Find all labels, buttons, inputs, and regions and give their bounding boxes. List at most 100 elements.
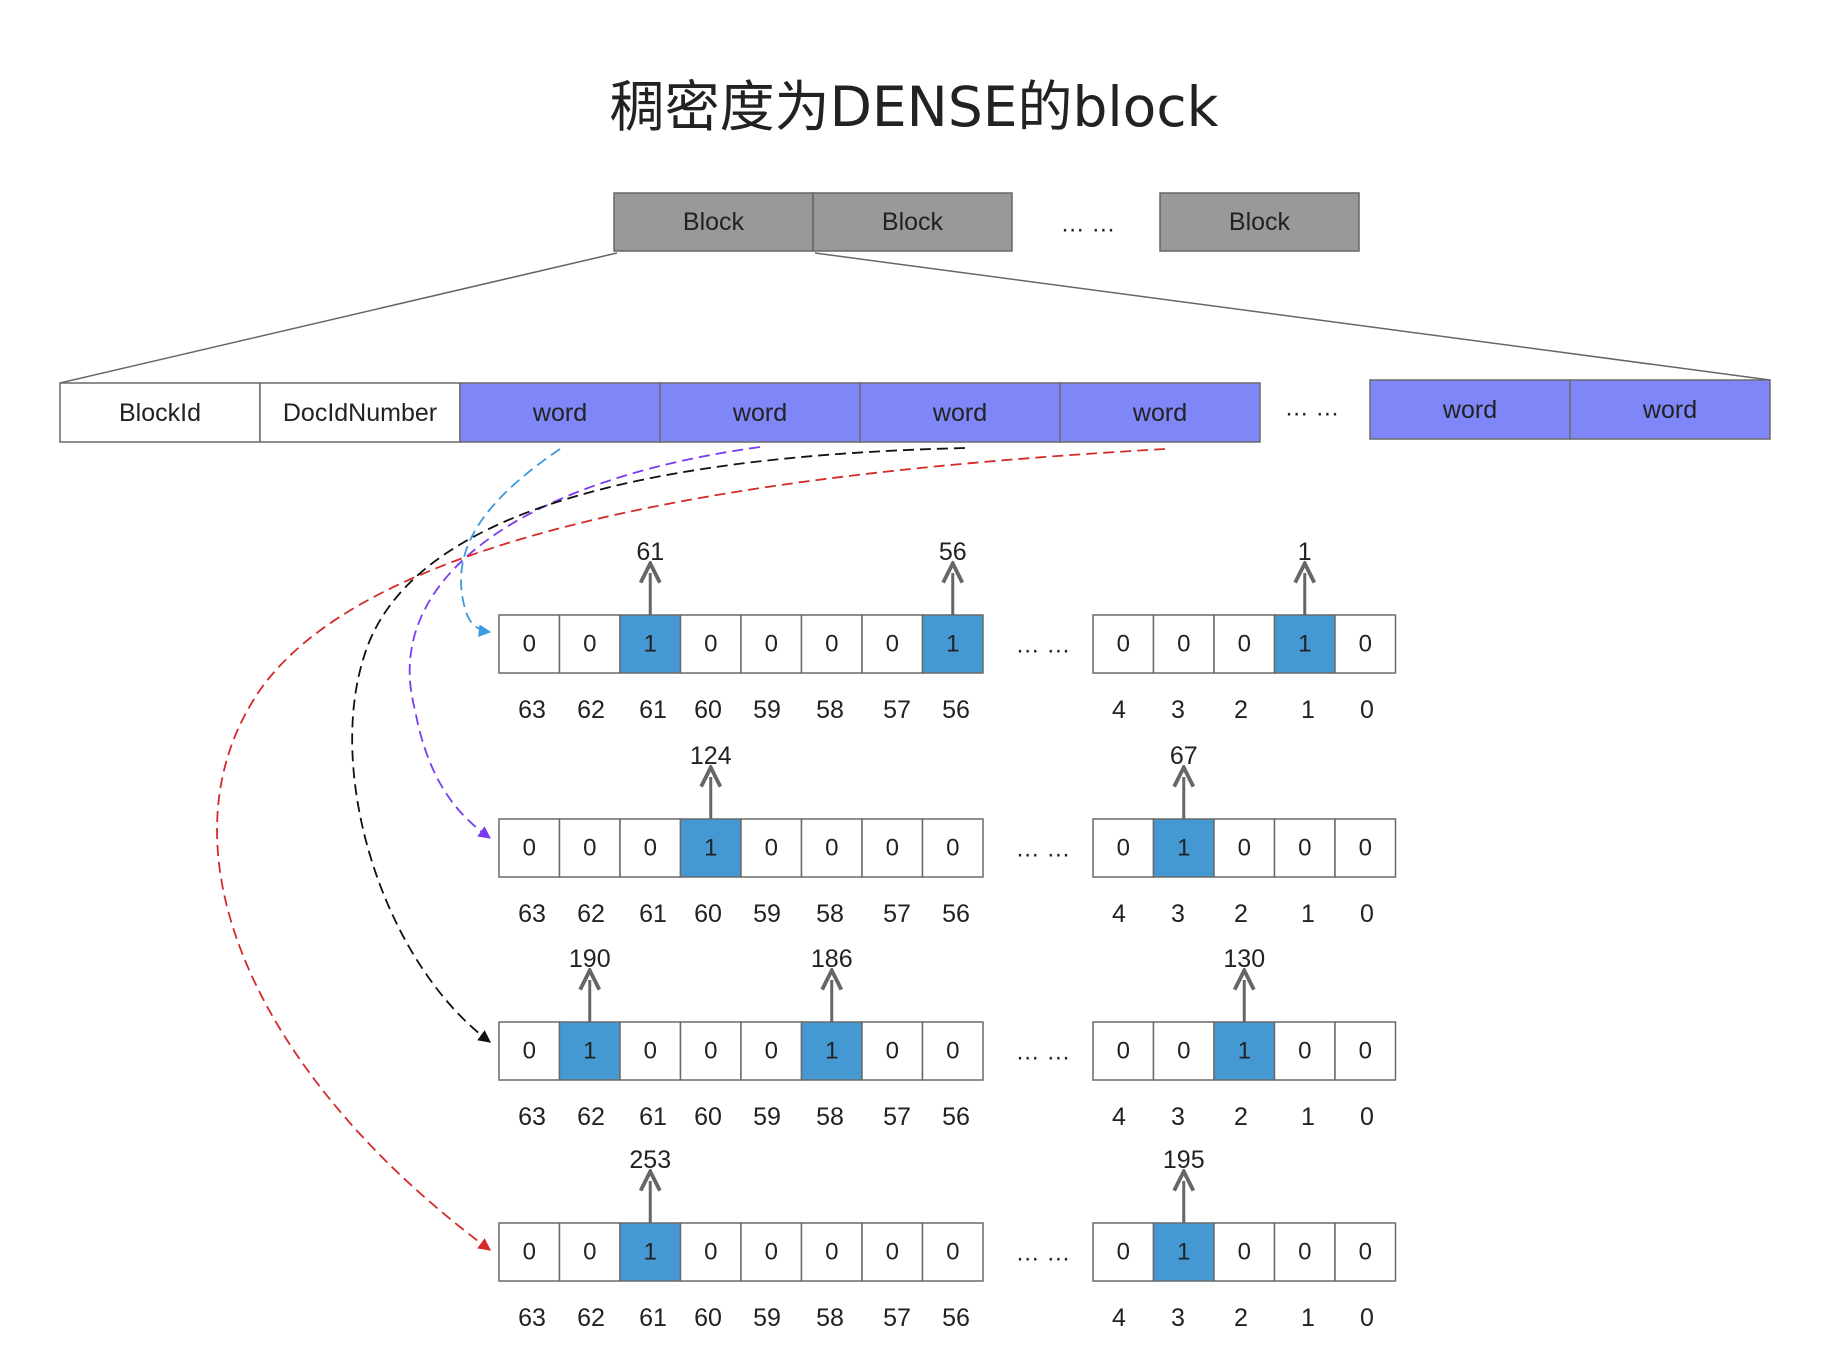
- word-to-bitmap-connector: [216, 448, 1166, 1251]
- block-label: Block: [683, 208, 745, 236]
- bit-index-label: 1: [1301, 1304, 1315, 1332]
- bit-value: 0: [704, 631, 717, 658]
- bit-cell: [921, 614, 984, 674]
- bit-cell: [800, 1222, 863, 1282]
- bit-value: 1: [583, 1038, 596, 1065]
- bit-value: 0: [1298, 1239, 1311, 1266]
- bit-value: 1: [825, 1038, 838, 1065]
- header-field-label: BlockId: [119, 399, 201, 427]
- zoom-line-left: [59, 252, 618, 384]
- bit-cell: [558, 1222, 621, 1282]
- doc-id-label: 253: [629, 1146, 671, 1174]
- block-label: Block: [1229, 208, 1291, 236]
- bit-index-label: 58: [816, 1103, 844, 1131]
- bit-value: 0: [1359, 631, 1372, 658]
- doc-id-label: 190: [569, 945, 611, 973]
- detail-ellipsis: … …: [1285, 395, 1340, 422]
- bit-index-label: 60: [694, 1103, 722, 1131]
- bit-cell: [1152, 1021, 1215, 1081]
- bit-index-label: 2: [1234, 900, 1248, 928]
- bit-index-label: 57: [883, 900, 911, 928]
- bit-value: 0: [946, 1038, 959, 1065]
- block-cell: [613, 192, 814, 252]
- bitmap-ellipsis: … …: [1016, 836, 1071, 863]
- bit-value: 0: [825, 835, 838, 862]
- word-label: word: [1642, 396, 1697, 424]
- bit-index-label: 63: [518, 696, 546, 724]
- bit-value: 0: [583, 631, 596, 658]
- bit-index-label: 59: [753, 696, 781, 724]
- bit-index-label: 62: [577, 1103, 605, 1131]
- bit-index-label: 60: [694, 696, 722, 724]
- header-field-cell: [59, 382, 261, 443]
- bit-value: 0: [765, 1239, 778, 1266]
- bit-cell: [861, 614, 924, 674]
- word-label: word: [932, 399, 987, 427]
- bit-cell: [921, 818, 984, 878]
- bit-value: 0: [765, 1038, 778, 1065]
- bit-cell: [498, 818, 561, 878]
- bit-cell: [1092, 1021, 1155, 1081]
- bit-index-label: 1: [1301, 900, 1315, 928]
- bit-index-label: 63: [518, 1103, 546, 1131]
- bit-cell: [740, 614, 803, 674]
- bit-index-label: 56: [942, 1304, 970, 1332]
- bit-index-label: 63: [518, 1304, 546, 1332]
- bit-value: 0: [765, 631, 778, 658]
- bit-cell: [619, 818, 682, 878]
- bit-value: 0: [704, 1239, 717, 1266]
- bit-value: 0: [946, 1239, 959, 1266]
- bit-value: 0: [1117, 835, 1130, 862]
- bit-index-label: 4: [1112, 900, 1126, 928]
- bit-index-label: 61: [639, 900, 667, 928]
- bit-cell: [1213, 1222, 1276, 1282]
- bit-cell: [1334, 818, 1397, 878]
- bit-cell: [498, 1021, 561, 1081]
- bit-value: 1: [644, 631, 657, 658]
- word-label: word: [532, 399, 587, 427]
- doc-id-label: 67: [1170, 742, 1198, 770]
- bit-value: 0: [1177, 631, 1190, 658]
- block-cell: [812, 192, 1013, 252]
- bit-index-label: 60: [694, 900, 722, 928]
- bit-index-label: 4: [1112, 696, 1126, 724]
- bit-index-label: 63: [518, 900, 546, 928]
- bit-index-label: 56: [942, 1103, 970, 1131]
- bit-cell: [921, 1222, 984, 1282]
- bit-value: 0: [583, 835, 596, 862]
- bit-index-label: 59: [753, 900, 781, 928]
- bitmap-ellipsis: … …: [1016, 632, 1071, 659]
- bit-value: 0: [886, 631, 899, 658]
- bit-cell: [498, 614, 561, 674]
- bit-value: 0: [1117, 1239, 1130, 1266]
- bit-index-label: 4: [1112, 1103, 1126, 1131]
- bit-cell: [861, 1222, 924, 1282]
- bit-value: 0: [704, 1038, 717, 1065]
- bit-index-label: 3: [1171, 696, 1185, 724]
- bit-index-label: 57: [883, 696, 911, 724]
- bit-value: 0: [523, 835, 536, 862]
- bit-value: 1: [946, 631, 959, 658]
- bit-index-label: 1: [1301, 696, 1315, 724]
- bit-value: 0: [523, 631, 536, 658]
- word-cell: [859, 382, 1061, 443]
- bit-index-label: 58: [816, 696, 844, 724]
- word-to-bitmap-connector: [408, 446, 761, 839]
- zoom-line-right: [814, 252, 1771, 381]
- header-field-label: DocIdNumber: [283, 399, 437, 427]
- bit-index-label: 59: [753, 1304, 781, 1332]
- top-ellipsis: … …: [1061, 211, 1116, 238]
- block-label: Block: [882, 208, 944, 236]
- bit-value: 0: [1238, 631, 1251, 658]
- bit-cell: [619, 1222, 682, 1282]
- bit-index-label: 61: [639, 696, 667, 724]
- bit-index-label: 1: [1301, 1103, 1315, 1131]
- bit-index-label: 61: [639, 1304, 667, 1332]
- bit-value: 1: [704, 835, 717, 862]
- bit-value: 1: [1177, 1239, 1190, 1266]
- bit-index-label: 3: [1171, 1304, 1185, 1332]
- bit-index-label: 57: [883, 1103, 911, 1131]
- bit-cell: [1213, 614, 1276, 674]
- bit-value: 0: [1298, 835, 1311, 862]
- bit-value: 0: [1359, 1239, 1372, 1266]
